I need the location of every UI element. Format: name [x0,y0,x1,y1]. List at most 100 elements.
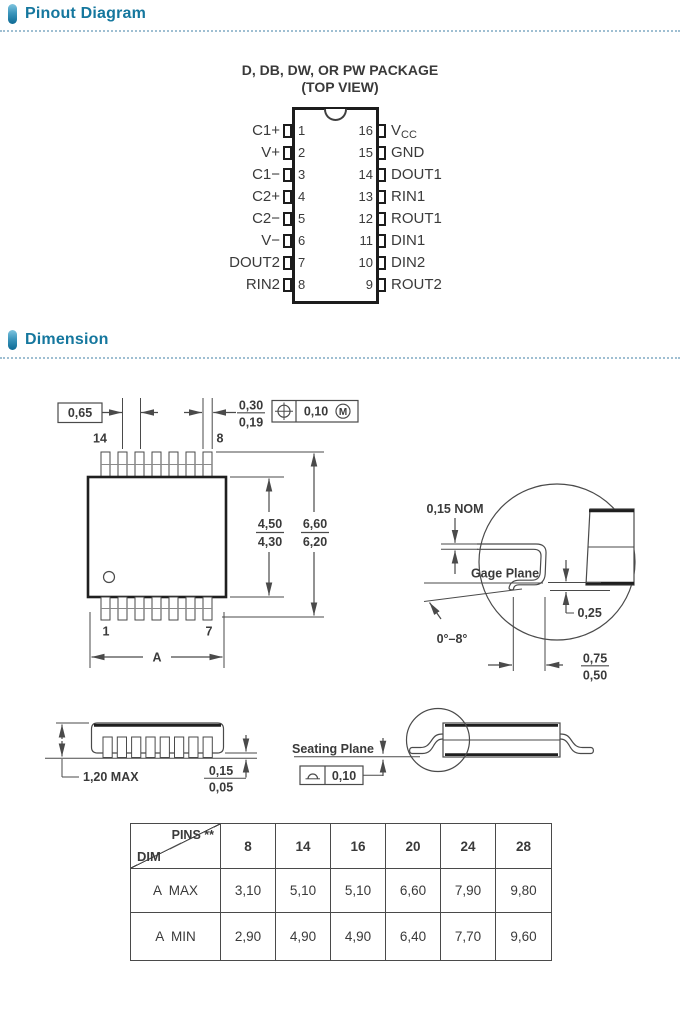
pin-2 [283,146,292,160]
pin-12-number: 12 [358,211,373,226]
svg-text:M: M [339,407,347,418]
table-row-label: A MAX [131,869,221,913]
pin-12-label: ROUT1 [391,210,442,227]
pin-6 [283,234,292,248]
pin-2-label: V+ [261,144,280,161]
pin-11-label: DIN1 [391,232,426,249]
svg-text:Gage Plane: Gage Plane [471,567,539,581]
pin-16-number: 16 [358,123,373,138]
pin-10-number: 10 [358,255,373,270]
svg-text:0,15: 0,15 [209,764,233,778]
pin-7-label: DOUT2 [229,254,280,271]
pin-1-label: C1+ [252,122,280,139]
table-value: 3,10 [221,869,276,913]
pin-13 [377,190,386,204]
pin-5-number: 5 [298,211,306,226]
svg-text:4,30: 4,30 [258,535,282,549]
pin-7-number: 7 [298,255,306,270]
pin-5-label: C2− [252,210,280,227]
pin-14 [377,168,386,182]
svg-text:0,50: 0,50 [583,668,607,682]
seating-plane-view: Seating Plane 0,10 [292,707,594,786]
pin-16-label: VCC [391,122,417,141]
svg-text:8: 8 [217,432,224,446]
mechanical-drawing: 0,65 0,30 0,19 0,10 [45,398,636,795]
pin-1-number: 1 [298,123,306,138]
table-value: 7,90 [441,869,496,913]
svg-text:0°–8°: 0°–8° [437,632,468,646]
table-corner-pins-label: PINS ** [171,828,214,842]
pin-12 [377,212,386,226]
pin-9 [377,278,386,292]
pin-13-number: 13 [358,189,373,204]
pin-15 [377,146,386,160]
lead-detail-view: 0,15 NOM Gage Plane 0°–8° 0,25 0,75 0 [423,483,636,682]
overall-width-dimension: 6,60 6,20 [216,451,329,618]
table-value: 4,90 [331,913,386,960]
pin-14-label: DOUT1 [391,166,442,183]
lead-width-dimension: 0,30 0,19 [184,398,265,449]
position-tolerance-frame: 0,10 M [271,399,359,423]
table-value: 2,90 [221,913,276,960]
package-view-label: (TOP VIEW) [301,79,379,95]
pin-10 [377,256,386,270]
svg-text:0,25: 0,25 [578,606,602,620]
svg-text:0,19: 0,19 [239,416,263,430]
package-title: D, DB, DW, OR PW PACKAGE [241,62,439,78]
pin-11-number: 11 [359,233,374,248]
pin-16 [377,124,386,138]
svg-text:6,60: 6,60 [303,517,327,531]
pin1-indicator-icon [102,570,116,584]
svg-text:0,05: 0,05 [209,781,233,795]
mmc-modifier-icon: M [335,403,351,419]
table-value: 5,10 [331,869,386,913]
flatness-tolerance-frame: 0,10 [299,765,364,786]
table-corner-dim-label: DIM [137,849,161,864]
pin-6-label: V− [261,232,280,249]
svg-text:4,50: 4,50 [258,517,282,531]
pin-9-label: ROUT2 [391,276,442,293]
pin-6-number: 6 [298,233,306,248]
table-row-label: A MIN [131,913,221,960]
pin-15-number: 15 [358,145,373,160]
ic-package-body [292,107,379,304]
pin-1 [283,124,292,138]
table-value: 9,80 [496,869,551,913]
svg-text:Seating Plane: Seating Plane [292,742,374,756]
svg-text:0,75: 0,75 [583,652,607,666]
table-col-header: 20 [386,824,441,869]
pin-3 [283,168,292,182]
package-side-view: 1,20 MAX 0,15 0,05 [45,722,257,795]
table-col-header: 24 [441,824,496,869]
svg-text:A: A [152,651,161,665]
dimension-section-header: Dimension [8,330,109,350]
svg-text:7: 7 [206,625,213,639]
svg-text:0,30: 0,30 [239,398,263,412]
lead-detail-callout-circle [405,707,471,773]
table-col-header: 28 [496,824,551,869]
table-value: 5,10 [276,869,331,913]
pin-2-number: 2 [298,145,306,160]
table-value: 6,40 [386,913,441,960]
length-dimension: A [89,612,225,668]
pin-14-number: 14 [358,167,373,182]
svg-text:6,20: 6,20 [303,535,327,549]
pin-10-label: DIN2 [391,254,426,271]
pin-8-label: RIN2 [245,276,280,293]
svg-text:0,65: 0,65 [68,406,92,420]
body-width-dimension: 4,50 4,30 [230,476,284,598]
section-divider [0,30,680,32]
package-top-view: 14 8 [86,432,228,639]
svg-text:0,15 NOM: 0,15 NOM [427,502,484,516]
table-value: 7,70 [441,913,496,960]
pin-3-label: C1− [252,166,280,183]
pin-3-number: 3 [298,167,306,182]
section-bullet-icon [8,330,17,350]
pin-4-number: 4 [298,189,306,204]
pin-9-number: 9 [365,277,373,292]
svg-text:14: 14 [93,432,107,446]
svg-text:1: 1 [103,625,110,639]
table-value: 9,60 [496,913,551,960]
pin-15-label: GND [391,144,425,161]
